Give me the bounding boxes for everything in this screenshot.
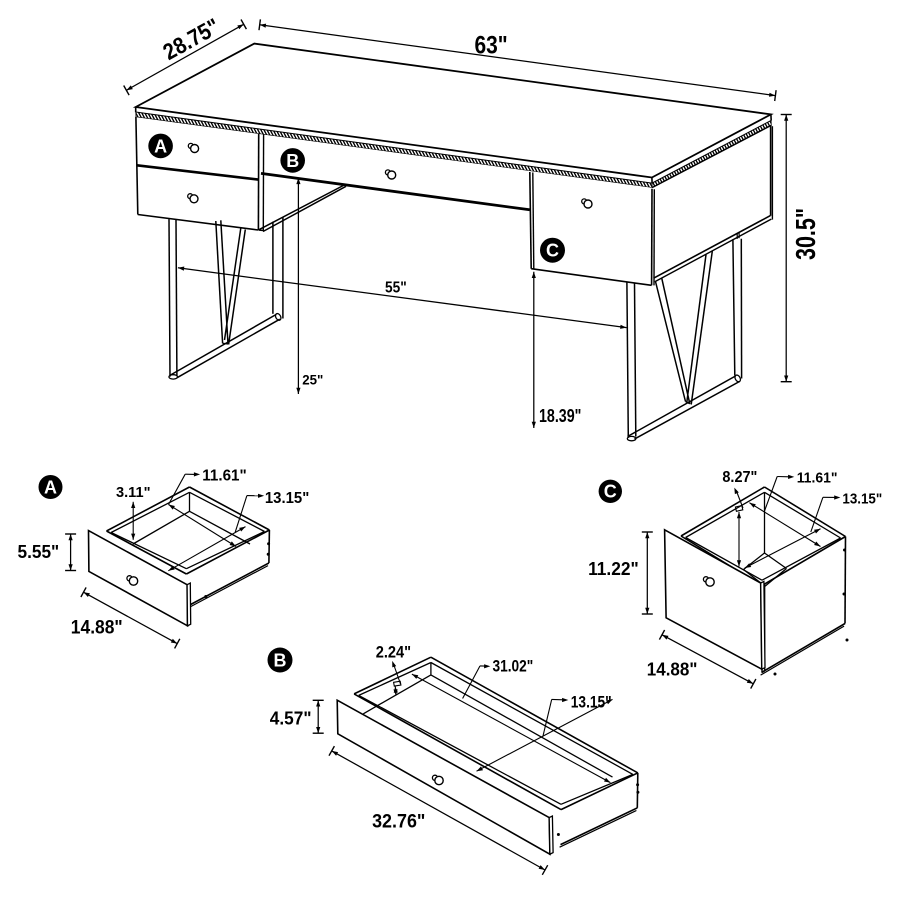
svg-text:13.15": 13.15" <box>571 694 612 712</box>
svg-text:11.22": 11.22" <box>588 558 639 579</box>
svg-text:4.57": 4.57" <box>270 709 312 730</box>
svg-text:13.15": 13.15" <box>265 490 309 507</box>
svg-text:31.02": 31.02" <box>493 658 534 676</box>
svg-text:11.61": 11.61" <box>202 468 246 485</box>
svg-text:14.88": 14.88" <box>647 659 698 680</box>
svg-text:63": 63" <box>475 32 508 60</box>
svg-text:5.55": 5.55" <box>18 541 60 562</box>
svg-text:B: B <box>274 650 287 670</box>
svg-text:18.39": 18.39" <box>539 405 581 426</box>
svg-text:32.76": 32.76" <box>372 812 425 833</box>
svg-text:25": 25" <box>302 371 323 387</box>
svg-text:8.27": 8.27" <box>722 469 757 486</box>
svg-text:11.61": 11.61" <box>797 469 838 486</box>
svg-text:13.15": 13.15" <box>842 491 882 508</box>
svg-text:55": 55" <box>385 280 407 297</box>
svg-text:3.11": 3.11" <box>116 484 151 501</box>
svg-text:B: B <box>286 151 299 171</box>
svg-text:2.24": 2.24" <box>376 644 411 662</box>
svg-text:C: C <box>546 241 559 261</box>
svg-text:A: A <box>154 136 167 156</box>
svg-text:30.5": 30.5" <box>790 208 821 260</box>
svg-text:C: C <box>604 482 617 502</box>
svg-text:A: A <box>44 477 57 497</box>
svg-text:14.88": 14.88" <box>71 618 123 639</box>
